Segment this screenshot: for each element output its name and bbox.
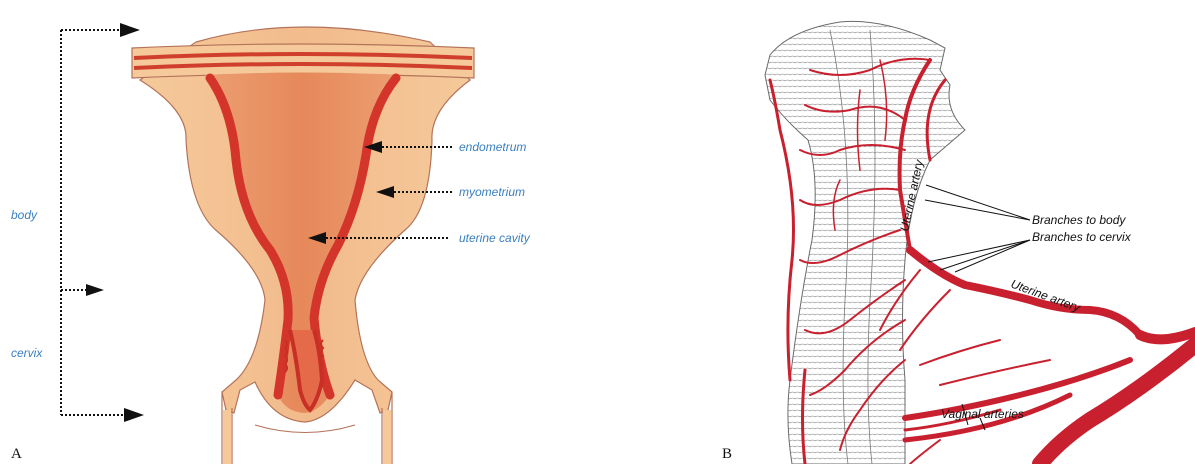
panel-letter-a: A [11, 446, 22, 462]
panel-a-uterus-diagram: body cervix endometrum myometrium uterin… [11, 23, 531, 464]
label-endometrium: endometrum [459, 140, 526, 154]
label-cervix: cervix [11, 346, 43, 360]
panel-b-arterial-illustration: Uterine artery Branches to body Branches… [722, 21, 1195, 464]
label-uterine-cavity: uterine cavity [459, 231, 531, 245]
extent-bracket [61, 23, 144, 422]
label-branches-to-cervix: Branches to cervix [1032, 230, 1132, 244]
panel-letter-b: B [722, 446, 732, 462]
label-vaginal-arteries: Vaginal arteries [941, 407, 1024, 421]
leader-lines [925, 185, 1030, 430]
label-body: body [11, 208, 38, 222]
label-myometrium: myometrium [459, 185, 525, 199]
label-branches-to-body: Branches to body [1032, 213, 1126, 227]
